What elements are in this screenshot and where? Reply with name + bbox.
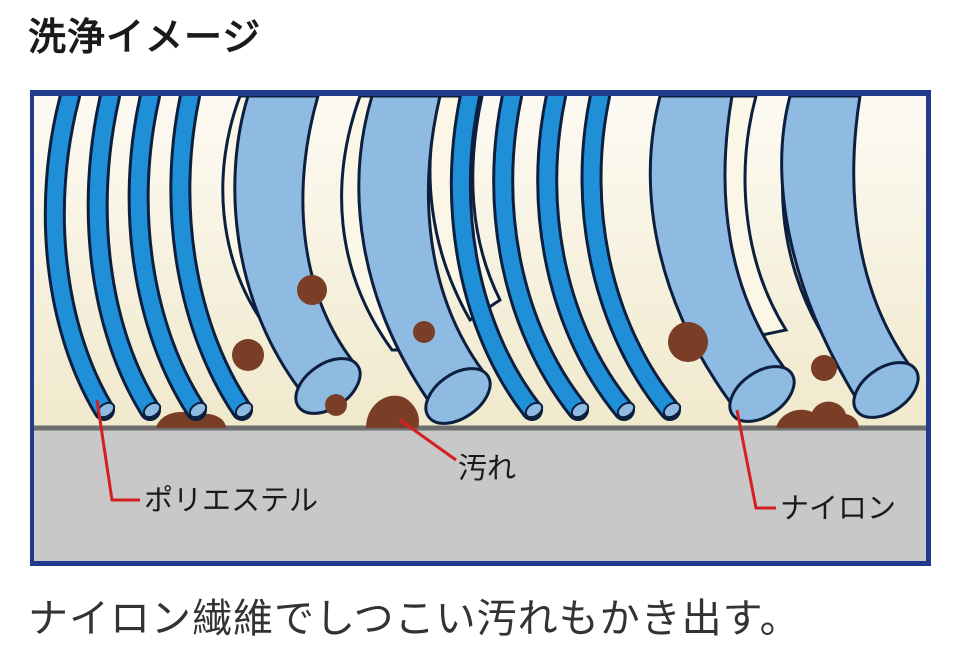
polyester-leader-line (95, 399, 140, 502)
floor-surface (34, 428, 926, 561)
polyester-fibers (43, 96, 682, 421)
polyester-label: ポリエステル (144, 483, 318, 517)
dirt-leader-line (399, 418, 457, 462)
diagram-caption: ナイロン繊維でしつこい汚れもかき出す。 (28, 596, 801, 642)
nylon-leader-line (735, 409, 776, 510)
diagram-title: 洗浄イメージ (28, 15, 262, 59)
dirt-particles (156, 275, 859, 428)
nylon-fibers (233, 96, 920, 425)
nylon-label: ナイロン (780, 491, 896, 525)
leader-lines (95, 399, 776, 510)
dirt-label: 汚れ (458, 451, 516, 485)
